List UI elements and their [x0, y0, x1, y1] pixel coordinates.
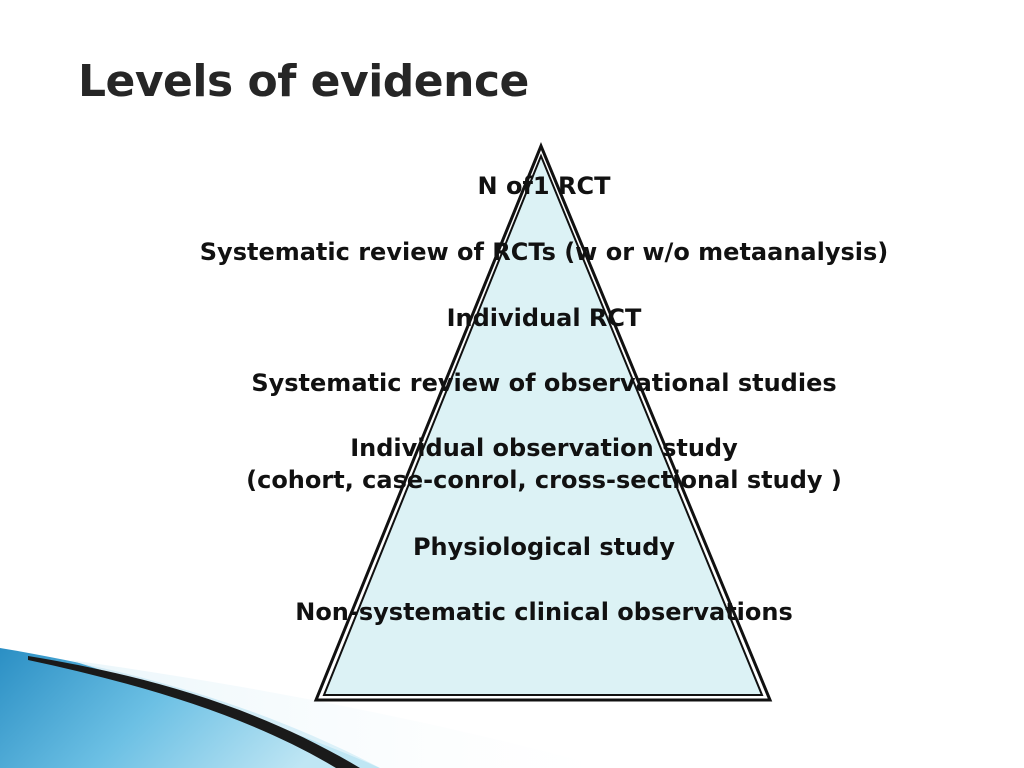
pyramid-level-6: Physiological study — [0, 531, 1024, 563]
pyramid-outer-outline — [313, 142, 773, 702]
pyramid-level-3: Individual RCT — [0, 302, 1024, 334]
level-label: Individual observation study — [350, 434, 738, 462]
level-label: Non-systematic clinical observations — [295, 598, 793, 626]
level-label: Individual RCT — [446, 304, 642, 332]
pyramid-level-7: Non-systematic clinical observations — [0, 596, 1024, 628]
pyramid-shape — [322, 153, 764, 696]
level-label: Systematic review of observational studi… — [251, 369, 837, 397]
pyramid-level-5: Individual observation study (cohort, ca… — [0, 432, 1024, 496]
pyramid-level-4: Systematic review of observational studi… — [0, 367, 1024, 399]
level-sublabel: (cohort, case-conrol, cross-sectional st… — [246, 466, 842, 494]
pyramid-level-1: N of1 RCT — [0, 170, 1024, 202]
level-label: Systematic review of RCTs (w or w/o meta… — [199, 238, 889, 266]
swoosh-light-band — [70, 660, 610, 768]
pyramid-level-2: Systematic review of RCTs (w or w/o meta… — [0, 236, 1024, 268]
swoosh-dark-stripe — [28, 656, 360, 768]
level-label: N of1 RCT — [477, 172, 611, 200]
level-label: Physiological study — [412, 533, 676, 561]
slide-title: Levels of evidence — [78, 56, 529, 107]
